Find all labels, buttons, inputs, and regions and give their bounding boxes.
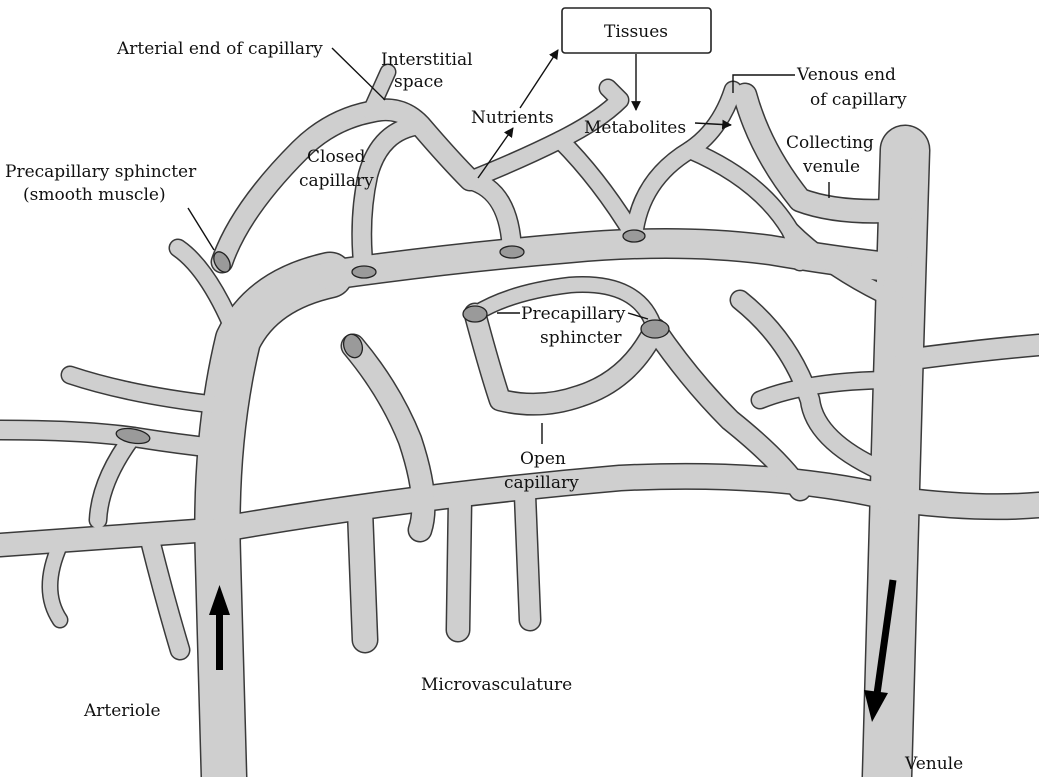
sphincter-ring bbox=[500, 246, 524, 258]
sphincter-ring bbox=[641, 320, 669, 338]
vessel-segment-fill bbox=[0, 530, 210, 545]
vessel-segment-fill bbox=[887, 150, 905, 777]
nutrients-label: Nutrients bbox=[471, 108, 554, 128]
sphincter-ring bbox=[463, 306, 487, 322]
arterial-end-label: Arterial end of capillary bbox=[116, 39, 323, 59]
precapillary-sphincter-label-line1: Precapillary bbox=[521, 304, 626, 324]
open-capillary-label-line2: capillary bbox=[504, 473, 579, 493]
venous-end-label-line1: Venous end bbox=[796, 65, 896, 85]
vessel-segment-fill bbox=[70, 375, 218, 405]
vessel-segment-fill bbox=[560, 140, 634, 236]
vessel-segment-fill bbox=[98, 436, 133, 520]
open-capillary-label-line1: Open bbox=[520, 449, 566, 469]
vessel-segment-fill bbox=[0, 430, 215, 448]
vessel-segment-fill bbox=[458, 500, 460, 630]
venule-label: Venule bbox=[904, 754, 963, 774]
collecting-venule-label-line2: venule bbox=[802, 157, 860, 177]
closed-capillary-label-line2: capillary bbox=[299, 171, 374, 191]
tissues-label: Tissues bbox=[604, 22, 668, 42]
precapillary-sphincter-label-line2: sphincter bbox=[540, 328, 622, 348]
vessel-segment-fill bbox=[360, 510, 365, 640]
microvasculature-label: Microvasculature bbox=[421, 675, 572, 695]
closed-capillary-label-line1: Closed bbox=[307, 147, 365, 167]
venous-end-label-line2: of capillary bbox=[810, 90, 907, 110]
tissues-box: Tissues bbox=[562, 8, 711, 53]
collecting-venule-label-line1: Collecting bbox=[786, 133, 874, 153]
precapillary-sphincter-sm-label-line2: (smooth muscle) bbox=[23, 185, 166, 205]
sphincter-ring bbox=[352, 266, 376, 278]
interstitial-label-line2: space bbox=[394, 72, 443, 92]
precapillary-sphincter-sm-label-line1: Precapillary sphincter bbox=[5, 162, 197, 182]
arteriole-label: Arteriole bbox=[83, 701, 161, 721]
vessel-segment-fill bbox=[525, 495, 530, 620]
interstitial-label-line1: Interstitial bbox=[381, 50, 473, 70]
metabolites-label: Metabolites bbox=[584, 118, 686, 138]
sphincter-ring bbox=[623, 230, 645, 242]
